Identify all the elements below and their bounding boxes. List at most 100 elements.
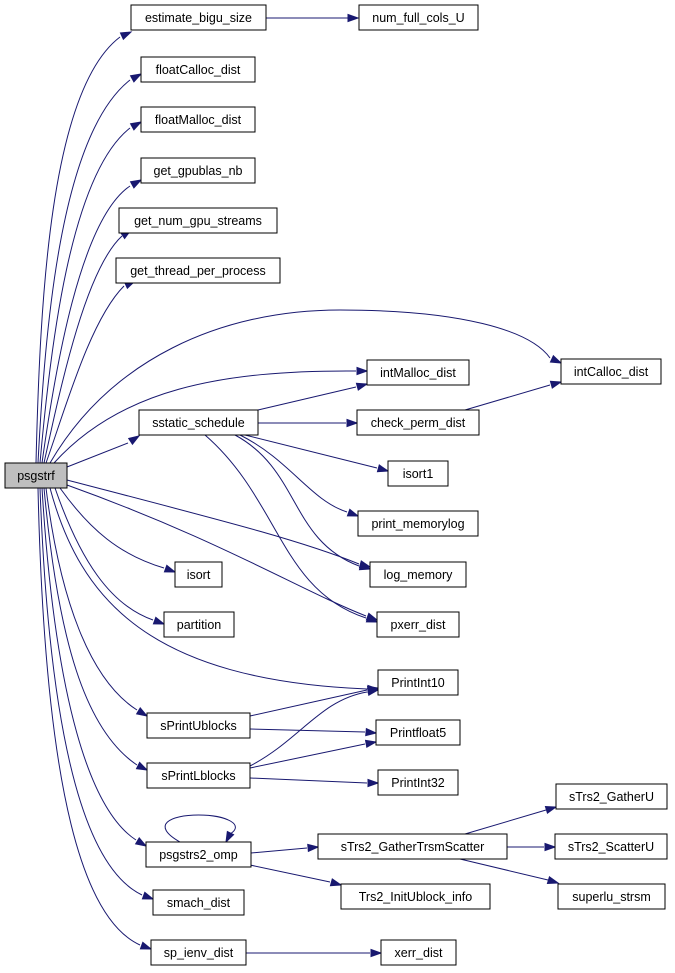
edge-sTrs2_GatherTrsmScatter-superlu_strsm xyxy=(459,858,560,885)
edge-sPrintLblocks-PrintInt10 xyxy=(249,687,380,767)
edge-sPrintUblocks-PrintInt10 xyxy=(249,685,380,717)
edge-sTrs2_GatherTrsmScatter-sTrs2_GatherU xyxy=(464,805,558,835)
nodes: psgstrf estimate_bigu_size num_full_cols… xyxy=(4,4,668,966)
arrowhead-icon xyxy=(346,508,360,517)
node-sprintublocks[interactable]: sPrintUblocks xyxy=(146,712,251,739)
arrowhead-icon xyxy=(129,179,143,189)
node-strs2-scatteru[interactable]: sTrs2_ScatterU xyxy=(554,833,668,860)
edge-psgstrf-floatMalloc_dist xyxy=(39,121,143,464)
node-strs2-gathertrsmscatter[interactable]: sTrs2_GatherTrsmScatter xyxy=(317,833,508,860)
arrowhead-icon xyxy=(347,13,360,23)
node-printfloat5[interactable]: Printfloat5 xyxy=(375,719,461,746)
edge-line xyxy=(239,434,348,513)
node-sprintlblocks[interactable]: sPrintLblocks xyxy=(146,762,251,789)
arrowhead-icon xyxy=(163,564,177,573)
arrowhead-icon xyxy=(225,830,235,844)
edge-line xyxy=(43,487,138,766)
edge-line xyxy=(249,777,368,784)
edge-sstatic_schedule-log_memory xyxy=(234,434,372,571)
edge-psgstrs2_omp-Trs2_InitUblock_info xyxy=(249,864,343,887)
node-smach-dist[interactable]: smach_dist xyxy=(152,889,245,916)
node-psgstrs2-omp[interactable]: psgstrs2_omp xyxy=(145,841,252,868)
arrowhead-icon xyxy=(129,121,143,131)
node-label: psgstrf xyxy=(17,469,55,483)
edge-psgstrf-floatCalloc_dist xyxy=(37,73,143,464)
edge-line xyxy=(49,309,551,464)
edge-line xyxy=(43,235,123,464)
node-isort[interactable]: isort xyxy=(174,561,223,588)
edge-psgstrs2_omp-psgstrs2_omp xyxy=(164,814,236,844)
edge-line xyxy=(39,487,143,896)
edge-line xyxy=(464,384,551,411)
node-label: sTrs2_ScatterU xyxy=(568,840,654,854)
edge-estimate_bigu_size-num_full_cols_U xyxy=(266,13,360,23)
node-psgstrf[interactable]: psgstrf xyxy=(4,462,68,489)
node-num-full-cols-u[interactable]: num_full_cols_U xyxy=(358,4,479,31)
node-get-gpublas-nb[interactable]: get_gpublas_nb xyxy=(140,157,256,184)
node-floatcalloc-dist[interactable]: floatCalloc_dist xyxy=(140,56,256,83)
node-check-perm-dist[interactable]: check_perm_dist xyxy=(356,409,480,436)
node-label: sTrs2_GatherTrsmScatter xyxy=(341,840,485,854)
edge-psgstrf-sPrintUblocks xyxy=(45,487,149,717)
node-label: check_perm_dist xyxy=(371,416,466,430)
arrowhead-icon xyxy=(367,778,380,788)
node-strs2-gatheru[interactable]: sTrs2_GatherU xyxy=(555,783,668,810)
arrowhead-icon xyxy=(346,418,359,428)
node-label: Printfloat5 xyxy=(390,726,446,740)
edge-line xyxy=(249,691,368,767)
node-log-memory[interactable]: log_memory xyxy=(369,561,467,588)
edge-line xyxy=(35,36,121,464)
node-label: intCalloc_dist xyxy=(574,365,649,379)
edge-sstatic_schedule-print_memorylog xyxy=(239,434,360,517)
edge-psgstrf-smach_dist xyxy=(39,487,155,900)
node-floatmalloc-dist[interactable]: floatMalloc_dist xyxy=(140,106,256,133)
edge-line xyxy=(37,487,141,946)
edge-line xyxy=(45,487,138,711)
node-intcalloc-dist[interactable]: intCalloc_dist xyxy=(560,358,662,385)
node-label: isort xyxy=(187,568,211,582)
edge-line xyxy=(249,689,368,717)
node-sstatic-schedule[interactable]: sstatic_schedule xyxy=(138,409,259,436)
edge-line xyxy=(41,487,137,841)
node-label: pxerr_dist xyxy=(391,618,446,632)
edge-line xyxy=(250,847,308,854)
node-get-thread-per-process[interactable]: get_thread_per_process xyxy=(115,257,281,284)
node-sp-ienv-dist[interactable]: sp_ienv_dist xyxy=(150,939,247,966)
node-label: PrintInt10 xyxy=(391,676,445,690)
node-isort1[interactable]: isort1 xyxy=(387,460,449,487)
edge-sTrs2_GatherTrsmScatter-sTrs2_ScatterU xyxy=(507,842,557,852)
node-superlu-strsm[interactable]: superlu_strsm xyxy=(557,883,666,910)
arrowhead-icon xyxy=(549,380,563,389)
edge-check_perm_dist-intCalloc_dist xyxy=(464,380,563,411)
arrowhead-icon xyxy=(329,878,343,887)
node-label: Trs2_InitUblock_info xyxy=(359,890,473,904)
node-printint32[interactable]: PrintInt32 xyxy=(377,769,459,796)
edge-line xyxy=(249,728,366,733)
node-trs2-initublock-info[interactable]: Trs2_InitUblock_info xyxy=(340,883,491,910)
node-label: partition xyxy=(177,618,222,632)
node-label: psgstrs2_omp xyxy=(159,848,238,862)
node-xerr-dist[interactable]: xerr_dist xyxy=(380,939,457,966)
node-intmalloc-dist[interactable]: intMalloc_dist xyxy=(366,359,470,386)
node-printint10[interactable]: PrintInt10 xyxy=(377,669,459,696)
edges xyxy=(35,13,563,958)
node-get-num-gpu-streams[interactable]: get_num_gpu_streams xyxy=(118,207,278,234)
arrowhead-icon xyxy=(307,843,320,853)
node-label: estimate_bigu_size xyxy=(145,11,252,25)
node-label: get_thread_per_process xyxy=(130,264,266,278)
edge-line xyxy=(244,434,378,469)
arrowhead-icon xyxy=(549,354,563,364)
node-partition[interactable]: partition xyxy=(163,611,235,638)
arrowhead-icon xyxy=(370,948,383,958)
edge-sstatic_schedule-check_perm_dist xyxy=(258,418,359,428)
edge-line xyxy=(66,442,129,468)
edge-line xyxy=(41,185,131,464)
edge-sPrintLblocks-Printfloat5 xyxy=(249,739,378,769)
node-pxerr-dist[interactable]: pxerr_dist xyxy=(376,611,460,638)
edge-psgstrf-estimate_bigu_size xyxy=(35,31,133,464)
node-print-memorylog[interactable]: print_memorylog xyxy=(357,510,479,537)
node-estimate-bigu-size[interactable]: estimate_bigu_size xyxy=(130,4,267,31)
arrowhead-icon xyxy=(364,739,378,749)
arrowhead-icon xyxy=(365,727,378,737)
edge-psgstrf-sp_ienv_dist xyxy=(37,487,153,950)
